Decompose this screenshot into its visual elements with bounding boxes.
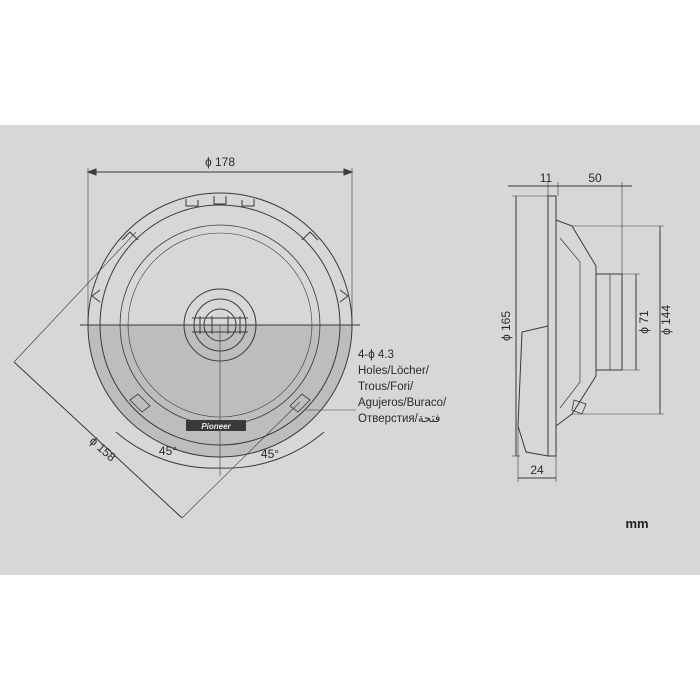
angle-arc-right: [219, 431, 325, 469]
holes-note-line-3: Trous/Fori/: [358, 381, 414, 393]
tab-right: [339, 289, 349, 303]
label-mount-diameter: ϕ 158: [87, 434, 119, 465]
holes-note: 4-ϕ 4.3 Holes/Löcher/ Trous/Fori/ Agujer…: [358, 349, 447, 425]
brand-logo: Pioneer: [201, 422, 231, 431]
holes-note-line-2: Holes/Löcher/: [358, 365, 430, 377]
front-view: [13, 168, 360, 519]
mount-ear-right: [289, 393, 311, 413]
arrow-178-left: [86, 168, 97, 176]
tab-upper-left: [121, 231, 139, 241]
label-depth: 50: [588, 171, 602, 185]
arrow-178-right: [343, 168, 354, 176]
label-angle-right: 45°: [261, 447, 279, 461]
flange: [547, 195, 557, 457]
label-flange-thickness: 11: [540, 171, 553, 185]
label-grille-depth: 24: [530, 463, 544, 477]
brand-badge: [186, 420, 246, 431]
angle-arc-left: [115, 431, 221, 469]
holes-note-line-1: 4-ϕ 4.3: [358, 349, 394, 361]
ext-line-158-b: [181, 401, 301, 519]
label-angle-left: 45°: [159, 444, 177, 458]
label-height: ϕ 165: [499, 311, 513, 341]
basket: [555, 219, 597, 427]
top-notch-right: [241, 199, 255, 207]
grille-profile: [517, 325, 549, 457]
label-outer-diameter: ϕ 178: [205, 155, 235, 169]
holes-note-line-4: Agujeros/Buraco/: [358, 397, 447, 409]
top-notch-center: [213, 196, 227, 205]
ext-line-158-a: [13, 231, 137, 363]
dim-line-158: [13, 361, 183, 519]
label-magnet-diameter: ϕ 71: [637, 310, 651, 334]
top-notch-left: [185, 199, 199, 207]
unit-label: mm: [625, 516, 648, 531]
holes-note-line-5: Отверстия/فتحة: [358, 413, 440, 425]
magnet: [595, 273, 623, 371]
side-view: [508, 182, 664, 482]
mount-ear-left: [129, 393, 151, 413]
label-rear-diameter: ϕ 144: [659, 305, 673, 335]
basket-inner: [559, 237, 581, 409]
tab-left: [91, 289, 101, 303]
tab-upper-right: [301, 231, 319, 241]
